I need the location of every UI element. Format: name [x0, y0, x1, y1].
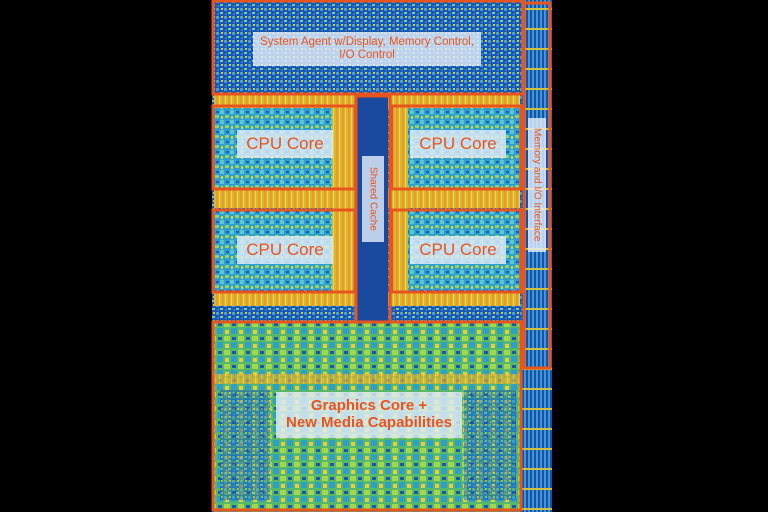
outline-core-2 — [390, 104, 523, 191]
outline-graphics — [211, 320, 523, 512]
label-shared-cache: Shared Cache — [362, 156, 384, 242]
label-graphics-line2: New Media Capabilities — [286, 414, 452, 431]
graphics-block-right — [464, 390, 516, 500]
graphics-block-left — [220, 390, 270, 500]
label-memory-io: Memory and I/O Interface — [528, 118, 546, 252]
cache-column-right — [390, 108, 408, 292]
label-cpu-core-4: CPU Core — [410, 236, 506, 264]
cache-column-left — [332, 108, 354, 292]
graphics-band — [214, 374, 520, 384]
outline-memory-io — [522, 1, 552, 370]
interface-strip — [522, 0, 552, 512]
label-cpu-core-3: CPU Core — [237, 236, 333, 264]
outline-core-4 — [390, 208, 523, 294]
label-system-agent: System Agent w/Display, Memory Control, … — [253, 32, 481, 66]
label-system-agent-line1: System Agent w/Display, Memory Control, — [260, 36, 474, 49]
label-graphics-line1: Graphics Core + — [310, 397, 428, 415]
label-graphics: Graphics Core + New Media Capabilities — [276, 392, 462, 438]
label-cpu-core-1: CPU Core — [237, 130, 333, 158]
region-outlines — [211, 0, 552, 512]
label-system-agent-line2: I/O Control — [339, 49, 395, 61]
label-cpu-core-2: CPU Core — [410, 130, 506, 158]
